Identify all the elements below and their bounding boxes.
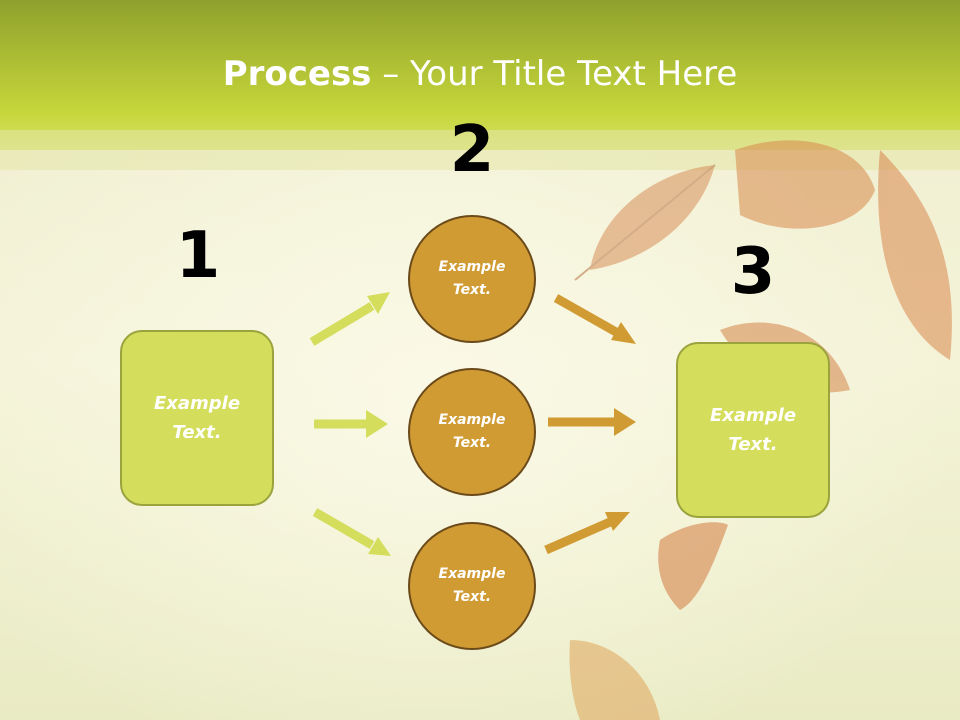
step-2-circle-middle: Example Text.	[408, 368, 536, 496]
arrow-box1-to-circle-middle	[314, 410, 388, 438]
circle-middle-text: Example Text.	[438, 412, 506, 451]
step-number-2: 2	[449, 113, 495, 187]
step-1-text: Example Text.	[153, 393, 241, 443]
arrow-box1-to-circle-bottom	[312, 508, 391, 556]
arrow-circle-bottom-to-box3	[544, 512, 630, 555]
step-2-circle-top: Example Text.	[408, 215, 536, 343]
arrow-circle-top-to-box3	[553, 294, 636, 344]
step-number-3: 3	[730, 235, 776, 309]
step-3-text: Example Text.	[709, 405, 797, 455]
title-rest: – Your Title Text Here	[371, 54, 738, 94]
step-number-1: 1	[175, 219, 221, 293]
slide-title: Process – Your Title Text Here	[0, 52, 960, 96]
circle-top-text: Example Text.	[438, 259, 506, 298]
title-bold: Process	[222, 54, 372, 94]
arrow-box1-to-circle-top	[309, 292, 390, 346]
step-1-box: Example Text.	[120, 330, 274, 506]
step-3-box: Example Text.	[676, 342, 830, 518]
arrow-circle-middle-to-box3	[548, 408, 636, 436]
step-2-circle-bottom: Example Text.	[408, 522, 536, 650]
circle-bottom-text: Example Text.	[438, 566, 506, 605]
